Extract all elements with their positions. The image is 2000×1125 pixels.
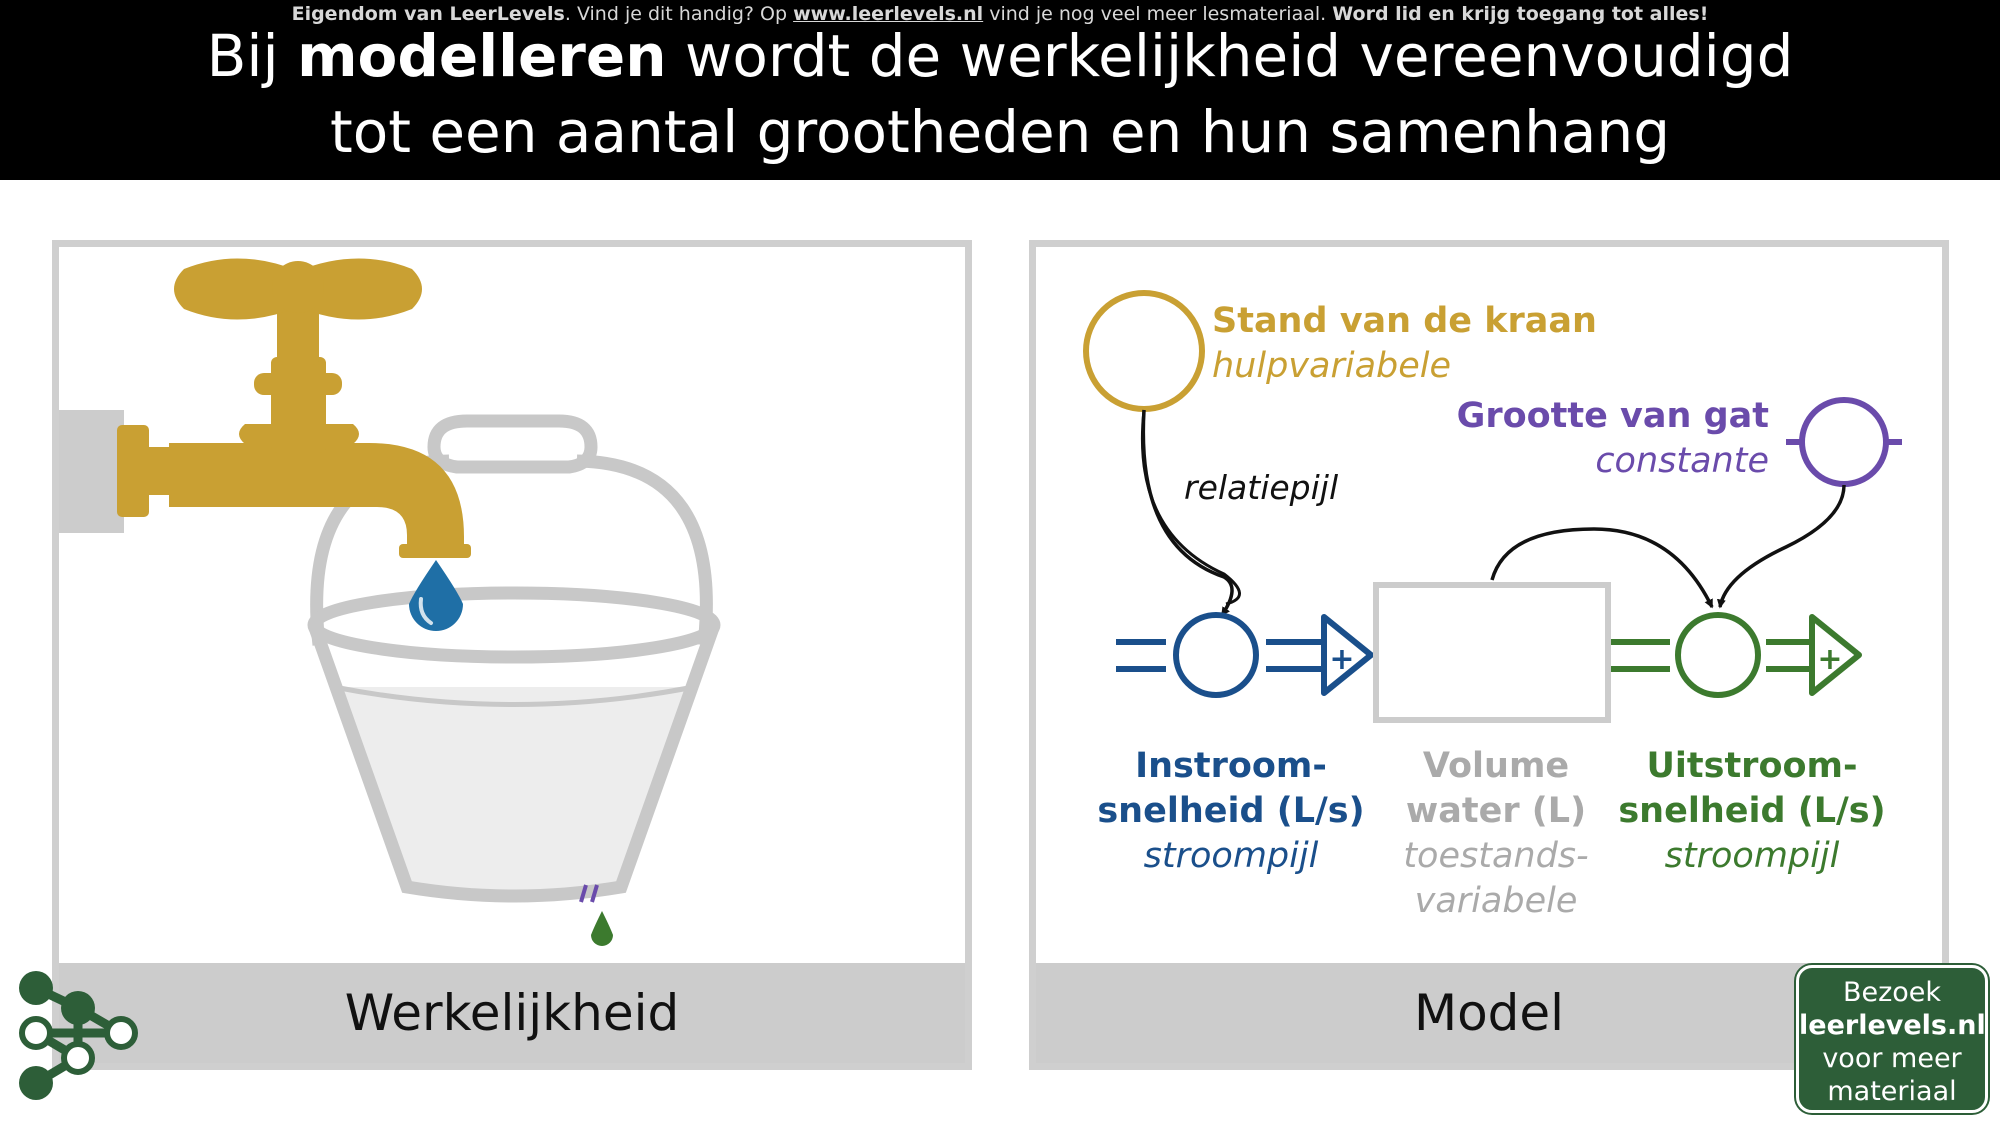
leak-marks <box>579 884 599 903</box>
visit-leerlevels-button[interactable]: Bezoek leerlevels.nl voor meer materiaal <box>1796 965 1988 1113</box>
relation-label: relatiepijl <box>1184 468 1338 507</box>
website-link[interactable]: www.leerlevels.nl <box>793 3 984 25</box>
inflow-name-2: snelheid (L/s) <box>1097 791 1364 831</box>
inflow-valve <box>1173 612 1259 698</box>
notice-owner: Eigendom van LeerLevels <box>291 3 565 25</box>
stock-name-1: Volume <box>1423 746 1569 786</box>
outflow-name-1: Uitstroom- <box>1646 746 1857 786</box>
notice-cta: Word lid en krijg toegang tot alles! <box>1332 3 1709 25</box>
faucet <box>117 258 471 558</box>
bucket-water <box>334 687 694 896</box>
title-bold: modelleren <box>297 22 667 90</box>
notice-text-2: vind je nog veel meer lesmateriaal. <box>983 3 1333 25</box>
faucet-nut <box>254 373 342 395</box>
title-line-2: tot een aantal grootheden en hun samenha… <box>329 98 1671 166</box>
inflow-name-1: Instroom- <box>1135 746 1327 786</box>
title-pre: Bij <box>206 22 298 90</box>
drop-shine <box>418 597 433 625</box>
model-panel: Stand van de kraan hulpvariabele Grootte… <box>1029 240 1949 1070</box>
faucet-neck <box>277 309 319 365</box>
outflow-pipe: + <box>1611 614 1862 696</box>
constant-node <box>1799 397 1889 487</box>
faucet-spout <box>169 443 464 547</box>
inflow-arrowhead <box>1321 614 1374 696</box>
model-label: Model <box>1036 963 1942 1063</box>
notice-text: . Vind je dit handig? Op <box>564 3 794 25</box>
relation-arrow-stock-to-outflow <box>1490 527 1714 609</box>
bucket-handle-grip <box>427 414 598 474</box>
const-name: Grootte van gat <box>1457 396 1769 436</box>
leerlevels-logo-icon <box>19 971 138 1100</box>
inflow-pipe: + <box>1116 614 1374 696</box>
system-dynamics-model: Stand van de kraan hulpvariabele Grootte… <box>1083 290 1902 921</box>
faucet-tip <box>399 544 471 558</box>
reality-label: Werkelijkheid <box>59 963 965 1063</box>
faucet-bucket-illustration <box>59 258 721 946</box>
cta-line-2: leerlevels.nl <box>1799 1010 1986 1041</box>
reality-panel: Werkelijkheid <box>52 240 972 1070</box>
cta-line-3: voor meer <box>1822 1043 1962 1074</box>
outflow-arrowhead <box>1809 614 1862 696</box>
page-title: Bij modelleren wordt de werkelijkheid ve… <box>0 18 2000 170</box>
faucet-ring <box>239 424 359 444</box>
relation-arrow-aux <box>1140 409 1241 606</box>
aux-type: hulpvariabele <box>1212 346 1451 386</box>
aux-name: Stand van de kraan <box>1212 301 1597 341</box>
bucket-body <box>307 622 721 903</box>
faucet-handle-hub <box>272 261 324 313</box>
outflow-valve <box>1675 612 1761 698</box>
title-post: wordt de werkelijkheid vereenvoudigd <box>666 22 1794 90</box>
water-line <box>333 684 695 707</box>
stock-box <box>1373 582 1611 723</box>
stock-type-1: toestands- <box>1403 836 1588 876</box>
cta-line-1: Bezoek <box>1842 977 1942 1008</box>
inflow-plus: + <box>1329 642 1354 677</box>
outflow-type: stroompijl <box>1665 836 1840 876</box>
auxiliary-variable-node <box>1083 290 1205 412</box>
wall-block <box>59 410 124 533</box>
outflow-plus: + <box>1817 642 1842 677</box>
bucket <box>307 586 721 903</box>
stock-name-2: water (L) <box>1406 791 1586 831</box>
water-drop <box>409 560 463 631</box>
relation-arrow-const-to-outflow <box>1716 484 1846 609</box>
cta-line-4: materiaal <box>1827 1076 1957 1107</box>
header-bar: Eigendom van LeerLevels. Vind je dit han… <box>0 0 2000 180</box>
bucket-rim <box>307 586 721 664</box>
const-type: constante <box>1595 441 1769 481</box>
leak-drop <box>591 911 613 946</box>
outflow-name-2: snelheid (L/s) <box>1618 791 1885 831</box>
stock-type-2: variabele <box>1415 881 1578 921</box>
ownership-notice: Eigendom van LeerLevels. Vind je dit han… <box>0 2 2000 26</box>
title-line-1: Bij modelleren wordt de werkelijkheid ve… <box>0 18 2000 94</box>
inflow-type: stroompijl <box>1144 836 1319 876</box>
bucket-handle-right <box>576 454 713 646</box>
relation-arrow-aux-to-inflow <box>1141 409 1234 617</box>
